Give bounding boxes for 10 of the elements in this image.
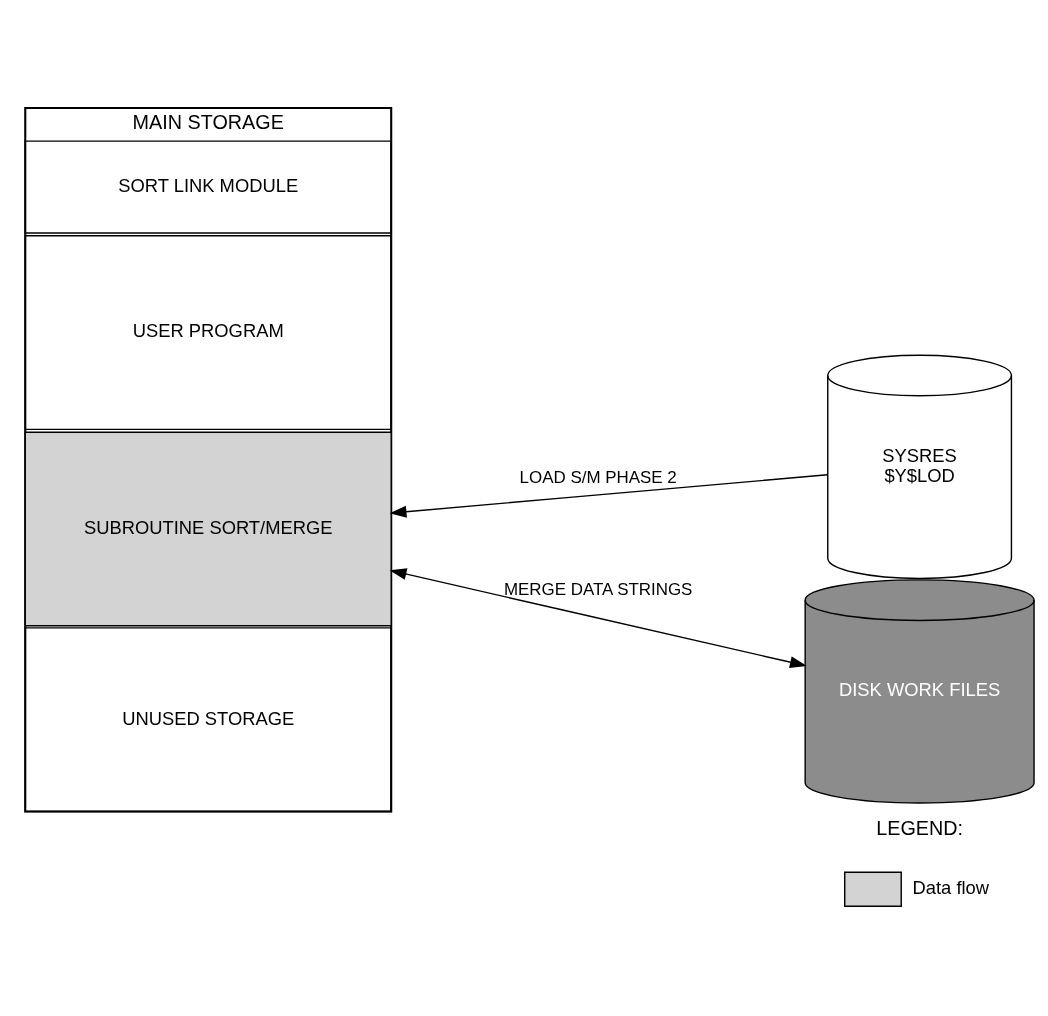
- label: LEGEND:: [876, 816, 963, 839]
- arrow: [389, 567, 807, 668]
- node-box: USER PROGRAM: [24, 234, 392, 430]
- edge-label: MERGE DATA STRINGS: [503, 579, 693, 599]
- node-box: SUBROUTINE SORT/MERGE: [24, 431, 392, 626]
- node-box: UNUSED STORAGE: [24, 626, 392, 812]
- legend-label: Data flow: [912, 876, 990, 898]
- arrow: [389, 473, 829, 518]
- edge-label: LOAD S/M PHASE 2: [519, 467, 677, 487]
- node-box: SORT LINK MODULE: [24, 139, 392, 234]
